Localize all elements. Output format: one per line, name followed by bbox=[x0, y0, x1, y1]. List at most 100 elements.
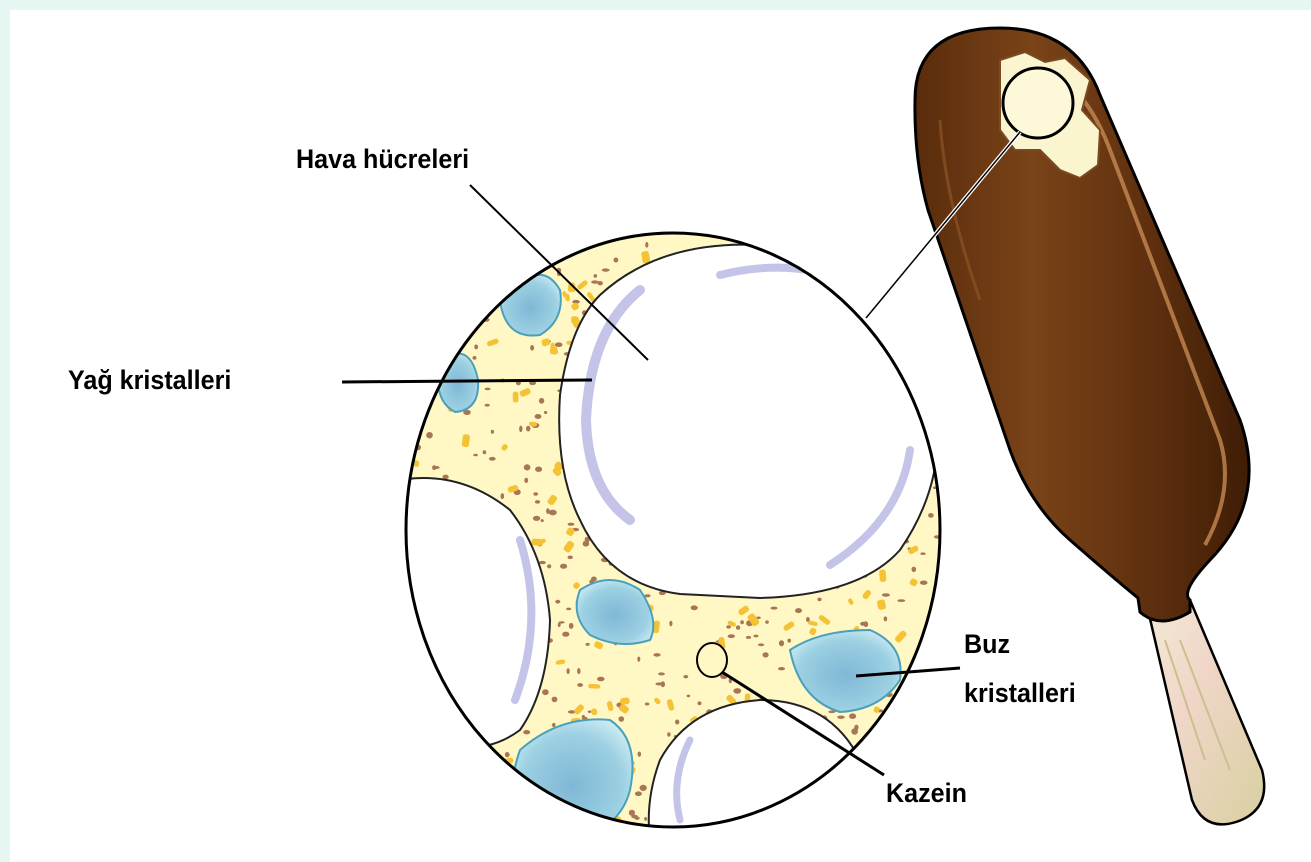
protein-speck bbox=[483, 450, 487, 454]
protein-speck bbox=[912, 567, 917, 572]
protein-speck bbox=[795, 608, 802, 613]
protein-speck bbox=[753, 635, 758, 638]
label-air-cells: Hava hücreleri bbox=[296, 143, 469, 175]
protein-speck bbox=[817, 598, 821, 602]
protein-speck bbox=[736, 625, 740, 629]
protein-speck bbox=[426, 432, 433, 438]
protein-speck bbox=[669, 621, 672, 627]
protein-speck bbox=[491, 430, 494, 434]
fat-globule bbox=[513, 392, 519, 403]
protein-speck bbox=[778, 667, 785, 670]
protein-speck bbox=[588, 711, 592, 713]
protein-speck bbox=[474, 345, 478, 350]
protein-speck bbox=[884, 616, 888, 621]
protein-speck bbox=[577, 683, 583, 687]
protein-speck bbox=[645, 703, 650, 706]
protein-speck bbox=[566, 608, 571, 611]
protein-speck bbox=[779, 640, 784, 646]
protein-speck bbox=[541, 519, 544, 522]
protein-speck bbox=[473, 454, 478, 457]
protein-speck bbox=[635, 791, 642, 796]
protein-speck bbox=[583, 541, 590, 547]
protein-speck bbox=[655, 682, 663, 685]
protein-speck bbox=[530, 345, 534, 351]
protein-speck bbox=[505, 752, 510, 757]
fat-globule bbox=[588, 684, 600, 689]
protein-speck bbox=[559, 621, 565, 623]
protein-speck bbox=[591, 280, 598, 283]
magnified-spot bbox=[1003, 68, 1073, 138]
protein-speck bbox=[432, 465, 436, 470]
protein-speck bbox=[746, 636, 751, 639]
protein-speck bbox=[849, 713, 856, 719]
protein-speck bbox=[787, 639, 791, 643]
protein-speck bbox=[920, 581, 928, 585]
label-fat-crystals: Yağ kristalleri bbox=[68, 364, 231, 396]
ice-crystal bbox=[500, 275, 561, 336]
protein-speck bbox=[524, 478, 528, 483]
label-ice-crystals-line2: kristalleri bbox=[964, 677, 1076, 709]
protein-speck bbox=[586, 643, 590, 646]
protein-speck bbox=[728, 634, 735, 638]
protein-speck bbox=[473, 356, 477, 360]
protein-speck bbox=[519, 426, 522, 432]
protein-speck bbox=[653, 653, 660, 657]
protein-speck bbox=[567, 668, 570, 674]
leader-fat-crystals bbox=[342, 380, 592, 382]
protein-speck bbox=[560, 564, 567, 569]
protein-speck bbox=[614, 258, 619, 263]
protein-speck bbox=[644, 817, 647, 821]
fat-globule bbox=[571, 316, 578, 324]
protein-speck bbox=[631, 815, 638, 819]
protein-speck bbox=[638, 752, 642, 757]
protein-speck bbox=[854, 725, 858, 731]
protein-speck bbox=[920, 552, 925, 555]
protein-speck bbox=[698, 701, 702, 705]
protein-speck bbox=[637, 657, 640, 662]
protein-speck bbox=[533, 516, 540, 521]
protein-speck bbox=[533, 492, 538, 495]
protein-speck bbox=[597, 677, 605, 682]
protein-speck bbox=[675, 720, 679, 725]
protein-speck bbox=[535, 500, 540, 504]
protein-speck bbox=[740, 620, 744, 624]
protein-speck bbox=[569, 623, 574, 629]
protein-speck bbox=[897, 599, 905, 602]
protein-speck bbox=[691, 605, 698, 610]
protein-speck bbox=[555, 600, 560, 604]
protein-speck bbox=[552, 697, 558, 703]
ice-cream-stick bbox=[1148, 600, 1264, 824]
protein-speck bbox=[640, 785, 647, 791]
protein-speck bbox=[485, 388, 491, 391]
protein-speck bbox=[726, 625, 731, 628]
protein-speck bbox=[547, 564, 551, 568]
protein-speck bbox=[928, 513, 934, 518]
protein-speck bbox=[555, 342, 563, 347]
magnified-structure-circle bbox=[370, 233, 940, 840]
protein-speck bbox=[733, 688, 741, 694]
protein-speck bbox=[562, 632, 569, 637]
protein-speck bbox=[658, 672, 665, 675]
protein-speck bbox=[542, 689, 549, 695]
protein-speck bbox=[539, 398, 544, 404]
protein-speck bbox=[524, 464, 531, 470]
label-casein: Kazein bbox=[886, 777, 967, 809]
protein-speck bbox=[763, 652, 769, 657]
protein-speck bbox=[552, 723, 555, 727]
protein-speck bbox=[619, 716, 625, 722]
protein-speck bbox=[765, 620, 769, 623]
protein-speck bbox=[549, 510, 557, 516]
protein-speck bbox=[758, 643, 764, 646]
protein-speck bbox=[837, 716, 844, 719]
protein-speck bbox=[667, 732, 670, 736]
protein-speck bbox=[645, 242, 648, 248]
protein-speck bbox=[864, 621, 868, 627]
protein-speck bbox=[882, 593, 890, 597]
protein-speck bbox=[594, 274, 598, 278]
protein-speck bbox=[577, 668, 580, 674]
protein-speck bbox=[568, 523, 575, 526]
protein-speck bbox=[535, 414, 542, 419]
fat-globule bbox=[879, 569, 887, 582]
protein-speck bbox=[544, 411, 547, 414]
